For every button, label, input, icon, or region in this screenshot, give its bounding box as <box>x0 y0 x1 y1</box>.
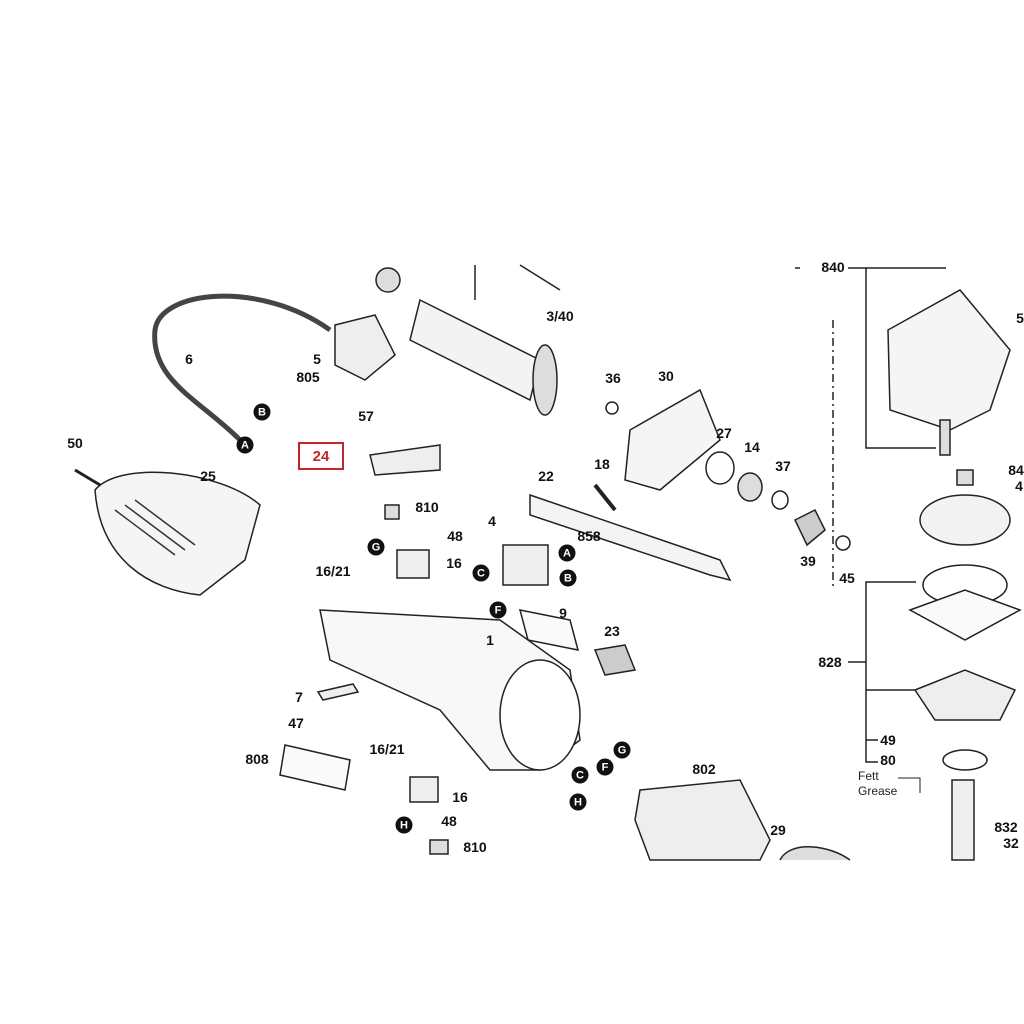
callout-16-upper: 16 <box>446 555 462 571</box>
callout-14: 14 <box>744 439 760 455</box>
connector-h-stator: H <box>569 793 587 811</box>
gear-head <box>887 289 1011 431</box>
highlighted-part-24: 24 <box>298 442 344 470</box>
connector-b-cord: B <box>253 403 271 421</box>
callout-27: 27 <box>716 425 732 441</box>
connector-a-switch: A <box>558 544 576 562</box>
callout-22: 22 <box>538 468 554 484</box>
callout-5: 5 <box>313 351 321 367</box>
note-fett: Fett <box>858 769 879 783</box>
callout-45: 45 <box>839 570 855 586</box>
callout-5-right: 5 <box>1016 310 1024 326</box>
callout-1: 1 <box>486 632 494 648</box>
callout-802: 802 <box>692 761 716 777</box>
callout-49: 49 <box>880 732 896 748</box>
callout-6: 6 <box>185 351 193 367</box>
callout-18: 18 <box>594 456 610 472</box>
callout-840: 840 <box>821 259 845 275</box>
callout-23: 23 <box>604 623 620 639</box>
connector-b-switch: B <box>559 569 577 587</box>
note-grease: Grease <box>858 784 898 798</box>
callout-16-21-lower: 16/21 <box>369 741 405 757</box>
stator <box>634 779 771 861</box>
callout-3-40: 3/40 <box>546 308 574 324</box>
connector-f-stator: F <box>596 758 614 776</box>
callout-32: 32 <box>1003 835 1019 851</box>
rear-cover <box>94 471 261 596</box>
callout-858: 858 <box>577 528 601 544</box>
callout-832: 832 <box>994 819 1018 835</box>
callout-808: 808 <box>245 751 269 767</box>
callout-4-right: 4 <box>1015 478 1023 494</box>
switch <box>502 544 549 586</box>
callout-4: 4 <box>488 513 496 529</box>
callout-30: 30 <box>658 368 674 384</box>
callout-9: 9 <box>559 605 567 621</box>
callout-16-lower: 16 <box>452 789 468 805</box>
connector-g-brush: G <box>367 538 385 556</box>
connector-h-brush: H <box>395 816 413 834</box>
connector-g-stator: G <box>613 741 631 759</box>
connector-a-cord: A <box>236 436 254 454</box>
connector-c-stator: C <box>571 766 589 784</box>
callout-48-upper: 48 <box>447 528 463 544</box>
callout-47: 47 <box>288 715 304 731</box>
plug <box>334 314 396 381</box>
callout-16-21-upper: 16/21 <box>315 563 351 579</box>
callout-805: 805 <box>296 369 320 385</box>
callout-810-lower: 810 <box>463 839 487 855</box>
callout-36: 36 <box>605 370 621 386</box>
callout-7: 7 <box>295 689 303 705</box>
callout-810-upper: 810 <box>415 499 439 515</box>
callout-48-lower: 48 <box>441 813 457 829</box>
callout-828: 828 <box>818 654 842 670</box>
bearing-plate <box>624 388 721 491</box>
callout-29: 29 <box>770 822 786 838</box>
connector-f-switch: F <box>489 601 507 619</box>
armature <box>409 298 541 402</box>
callout-39: 39 <box>800 553 816 569</box>
power-cord <box>152 293 332 442</box>
callout-50: 50 <box>67 435 83 451</box>
callout-84: 84 <box>1008 462 1024 478</box>
callout-57: 57 <box>358 408 374 424</box>
callout-37: 37 <box>775 458 791 474</box>
callout-80: 80 <box>880 752 896 768</box>
switch-rod <box>529 493 732 582</box>
callout-25: 25 <box>200 468 216 484</box>
connector-c-switch: C <box>472 564 490 582</box>
